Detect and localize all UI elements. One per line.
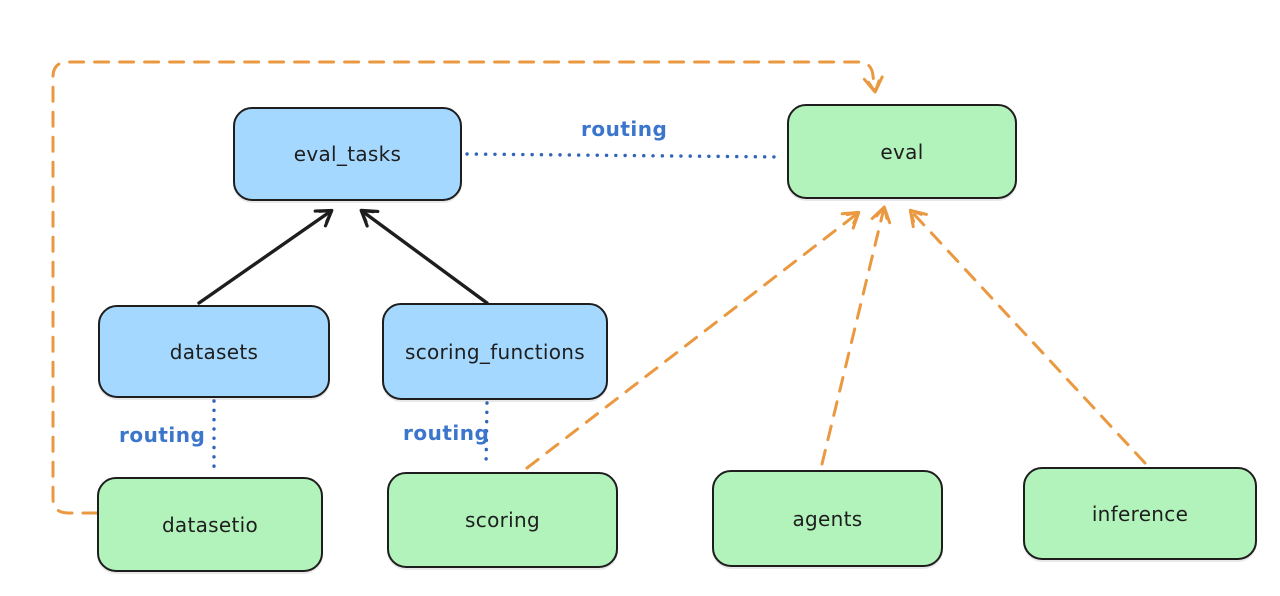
edge-scoring_functions-to-eval_tasks bbox=[359, 208, 489, 305]
node-scoring-label: scoring bbox=[465, 508, 540, 532]
edge-label-routing-datasets-datasetio: routing bbox=[119, 423, 206, 447]
edge-agents-to-eval bbox=[820, 205, 892, 466]
node-inference-label: inference bbox=[1091, 501, 1189, 526]
edge-label-routing-eval_tasks-eval: routing bbox=[581, 117, 668, 141]
node-datasetio: datasetio bbox=[97, 477, 323, 572]
edge-datasets-to-eval_tasks bbox=[197, 208, 334, 305]
node-agents-label: agents bbox=[792, 506, 863, 531]
node-inference: inference bbox=[1023, 467, 1257, 560]
node-eval_tasks-label: eval_tasks bbox=[293, 142, 402, 166]
node-eval: eval bbox=[787, 104, 1017, 199]
node-agents: agents bbox=[712, 470, 943, 567]
node-eval_tasks: eval_tasks bbox=[233, 107, 462, 201]
node-scoring_functions: scoring_functions bbox=[382, 303, 608, 400]
edge-inference-to-eval bbox=[908, 208, 1147, 465]
edge-label-routing-scoring_functions-scoring: routing bbox=[403, 421, 490, 445]
edge-routing-eval_tasks-to-eval bbox=[465, 152, 785, 159]
node-scoring_functions-label: scoring_functions bbox=[404, 339, 586, 364]
node-scoring: scoring bbox=[387, 472, 618, 568]
node-datasets: datasets bbox=[98, 305, 330, 398]
node-eval-label: eval bbox=[880, 139, 924, 164]
node-datasets-label: datasets bbox=[169, 339, 259, 364]
node-datasetio-label: datasetio bbox=[161, 512, 259, 537]
